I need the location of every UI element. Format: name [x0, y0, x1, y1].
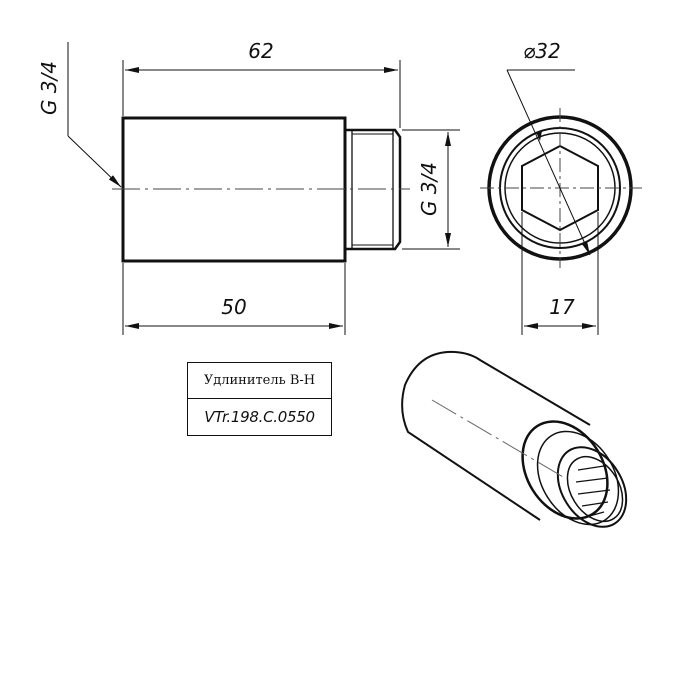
part-code: VTr.198.C.0550 — [204, 408, 315, 426]
front-view: 62 50 G 3/4 G 3/4 — [37, 39, 460, 335]
dim-overall-length: 62 — [248, 39, 273, 63]
dim-hex-size: 17 — [549, 295, 575, 319]
side-view: ⌀32 17 — [480, 39, 642, 335]
dim-thread-right: G 3/4 — [417, 162, 441, 216]
isometric-view — [401, 350, 628, 528]
title-block: Удлинитель В-Н VTr.198.C.0550 — [187, 362, 332, 436]
dim-thread-left: G 3/4 — [37, 61, 61, 115]
part-name: Удлинитель В-Н — [188, 363, 331, 399]
dim-diameter: ⌀32 — [523, 39, 561, 63]
dim-body-length: 50 — [221, 295, 246, 319]
